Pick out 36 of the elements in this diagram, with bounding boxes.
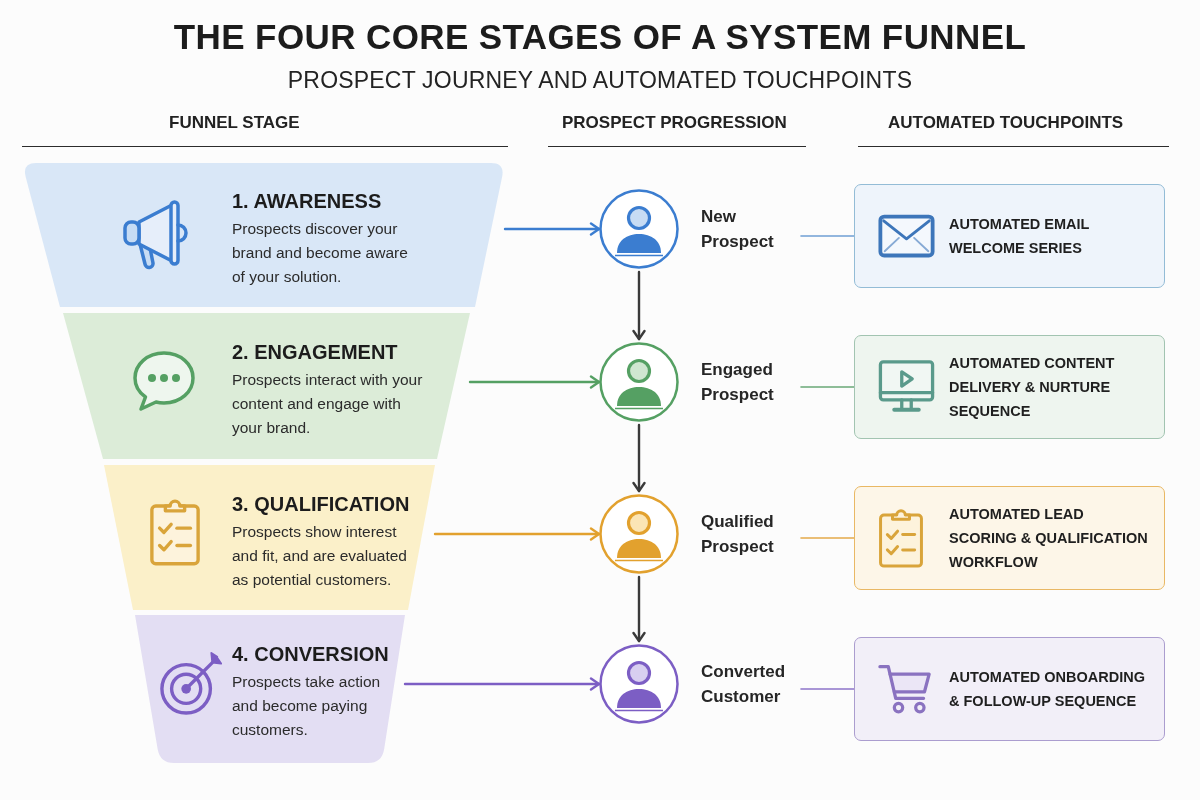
touchpoint-card (854, 335, 1165, 439)
stage-description: Prospects interact with your content and engage with your brand. (232, 370, 424, 438)
prospect-label: New Prospect (701, 206, 775, 253)
stage-heading: 4. CONVERSION (232, 642, 389, 666)
stage-description: Prospects take action and become paying customers. (232, 672, 382, 740)
touchpoint-label: AUTOMATED CONTENT DELIVERY & NURTURE SEQUENCE (949, 354, 1116, 421)
touchpoint-card (854, 486, 1165, 590)
stage-description: Prospects discover your brand and become aware of your solution. (232, 219, 409, 287)
column-heading: FUNNEL STAGE (169, 112, 300, 134)
touchpoint-label: AUTOMATED LEAD SCORING & QUALIFICATION WORKFLOW (949, 505, 1149, 572)
connector-line (800, 688, 855, 690)
column-heading: PROSPECT PROGRESSION (562, 112, 787, 134)
touchpoint-label: AUTOMATED EMAIL WELCOME SERIES (949, 215, 1091, 258)
stage-heading: 1. AWARENESS (232, 189, 382, 213)
arrow (503, 222, 601, 236)
touchpoint-card (854, 184, 1165, 288)
column-heading: AUTOMATED TOUCHPOINTS (888, 112, 1124, 134)
connector-line (800, 386, 855, 388)
stage-heading: 2. ENGAGEMENT (232, 340, 398, 364)
prospect-label: Converted Customer (701, 661, 787, 708)
arrow (468, 375, 601, 389)
connector-line (800, 235, 855, 237)
arrow (632, 270, 646, 341)
connector-line (800, 537, 855, 539)
prospect-label: Qualified Prospect (701, 511, 775, 558)
stage-heading: 3. QUALIFICATION (232, 492, 410, 516)
touchpoint-label: AUTOMATED ONBOARDING & FOLLOW-UP SEQUENCE (949, 668, 1146, 711)
title: THE FOUR CORE STAGES OF A SYSTEM FUNNEL (173, 16, 1027, 58)
arrow (433, 527, 601, 541)
arrow (632, 423, 646, 493)
touchpoint-card (854, 637, 1165, 741)
stage-description: Prospects show interest and fit, and are evaluated as potential customers. (232, 522, 408, 590)
prospect-label: Engaged Prospect (701, 359, 775, 406)
arrow (403, 677, 601, 691)
subtitle: PROSPECT JOURNEY AND AUTOMATED TOUCHPOINTS (287, 66, 913, 94)
arrow (632, 575, 646, 643)
